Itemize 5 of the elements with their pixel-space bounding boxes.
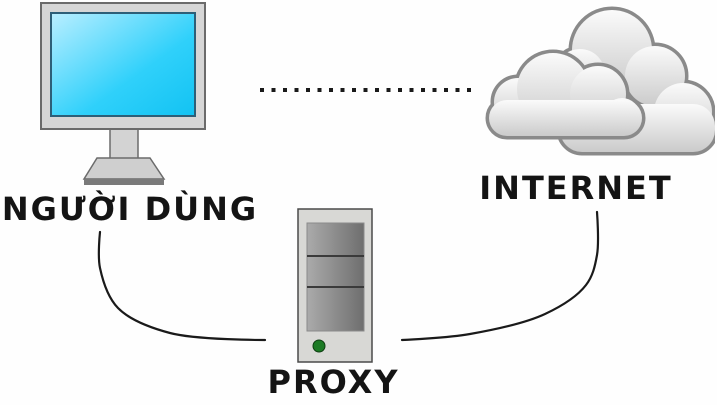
node-label: PROXY xyxy=(266,365,400,400)
connector-line xyxy=(98,230,266,342)
node-label: INTERNET xyxy=(478,171,674,206)
node-label: NGƯỜI DÙNG xyxy=(0,192,260,228)
connector-line xyxy=(400,210,600,342)
